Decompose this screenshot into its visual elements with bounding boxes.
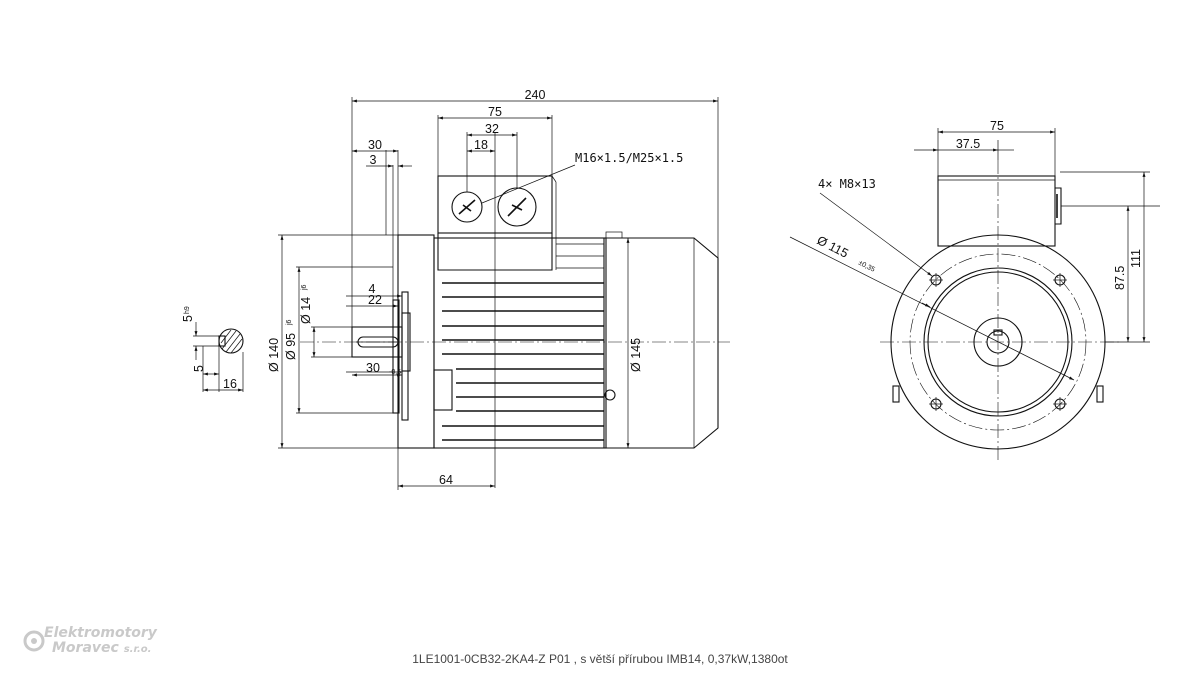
dim-gland-offset: 18 xyxy=(474,138,488,152)
dim-shaft-tol: j6 xyxy=(301,284,308,291)
dim-shaft-length-tol: -0,5 xyxy=(389,369,401,376)
dim-pcd: Ø 115 xyxy=(815,233,851,261)
dim-front-box-height: 87.5 xyxy=(1113,266,1127,290)
logo-suffix: s.r.o. xyxy=(123,644,152,655)
bolt-holes xyxy=(929,273,1067,411)
dim-key-length: 4 xyxy=(369,282,376,296)
fan-cover xyxy=(603,237,719,449)
logo-motor-icon xyxy=(23,630,45,652)
dim-frame-diameter: Ø 145 xyxy=(629,338,643,372)
dim-key-width-tol: h9 xyxy=(184,306,191,314)
dim-spigot-diameter: Ø 95 xyxy=(284,333,298,360)
dim-front-box-width: 75 xyxy=(990,119,1004,133)
dim-flange-to-box: 30 xyxy=(368,138,382,152)
logo-name: Moravec xyxy=(52,640,119,656)
dim-key-width: 5 xyxy=(181,315,195,322)
logo-line2: Moravec s.r.o. xyxy=(52,641,157,657)
foot-lug xyxy=(433,369,453,411)
side-view: 240 75 32 18 M16×1.5/M25×1.5 30 3 4 22 3… xyxy=(267,88,730,490)
dim-overall-length: 240 xyxy=(525,88,546,102)
logo-line1: Elektromotory xyxy=(44,625,157,641)
dim-glands-note: M16×1.5/M25×1.5 xyxy=(575,151,683,165)
dim-shaft-to-key: 22 xyxy=(368,293,382,307)
dim-spigot-tol: j6 xyxy=(286,319,293,326)
cover-screw xyxy=(604,389,616,401)
shaft-key-section: 5 h9 5 16 xyxy=(181,306,244,392)
cover-clip xyxy=(605,231,623,239)
dim-key-height: 5 xyxy=(192,365,206,372)
dim-front-total-height: 111 xyxy=(1129,249,1143,268)
dim-flange-diameter: Ø 140 xyxy=(267,338,281,372)
dim-flange-to-feet: 64 xyxy=(439,473,453,487)
drawing-caption: 1LE1001-0CB32-2KA4-Z P01 , s větší příru… xyxy=(412,652,788,666)
front-cable-gland xyxy=(1055,187,1062,225)
cooling-fins xyxy=(442,243,604,441)
front-view: 75 37.5 4× M8×13 Ø 115 ±0,35 87.5 111 xyxy=(789,119,1160,462)
front-terminal-box xyxy=(937,175,1056,247)
dim-front-box-offset: 37.5 xyxy=(956,137,980,151)
flange-plate xyxy=(397,234,435,449)
spigot-step xyxy=(401,291,409,421)
dim-terminal-box-width: 75 xyxy=(488,105,502,119)
dim-bolts-note: 4× M8×13 xyxy=(818,177,876,191)
company-logo: Elektromotory Moravec s.r.o. xyxy=(22,626,157,657)
dim-shaft-diameter: Ø 14 xyxy=(299,297,313,324)
section-hatch xyxy=(220,329,243,354)
dim-pcd-tol: ±0,35 xyxy=(857,260,876,274)
dim-gland-spacing: 32 xyxy=(485,122,499,136)
dim-shaft-height: 16 xyxy=(223,377,237,391)
dim-shaft-length: 30 xyxy=(366,361,380,375)
stator-body xyxy=(433,237,607,449)
dim-flange-thickness: 3 xyxy=(370,153,377,167)
